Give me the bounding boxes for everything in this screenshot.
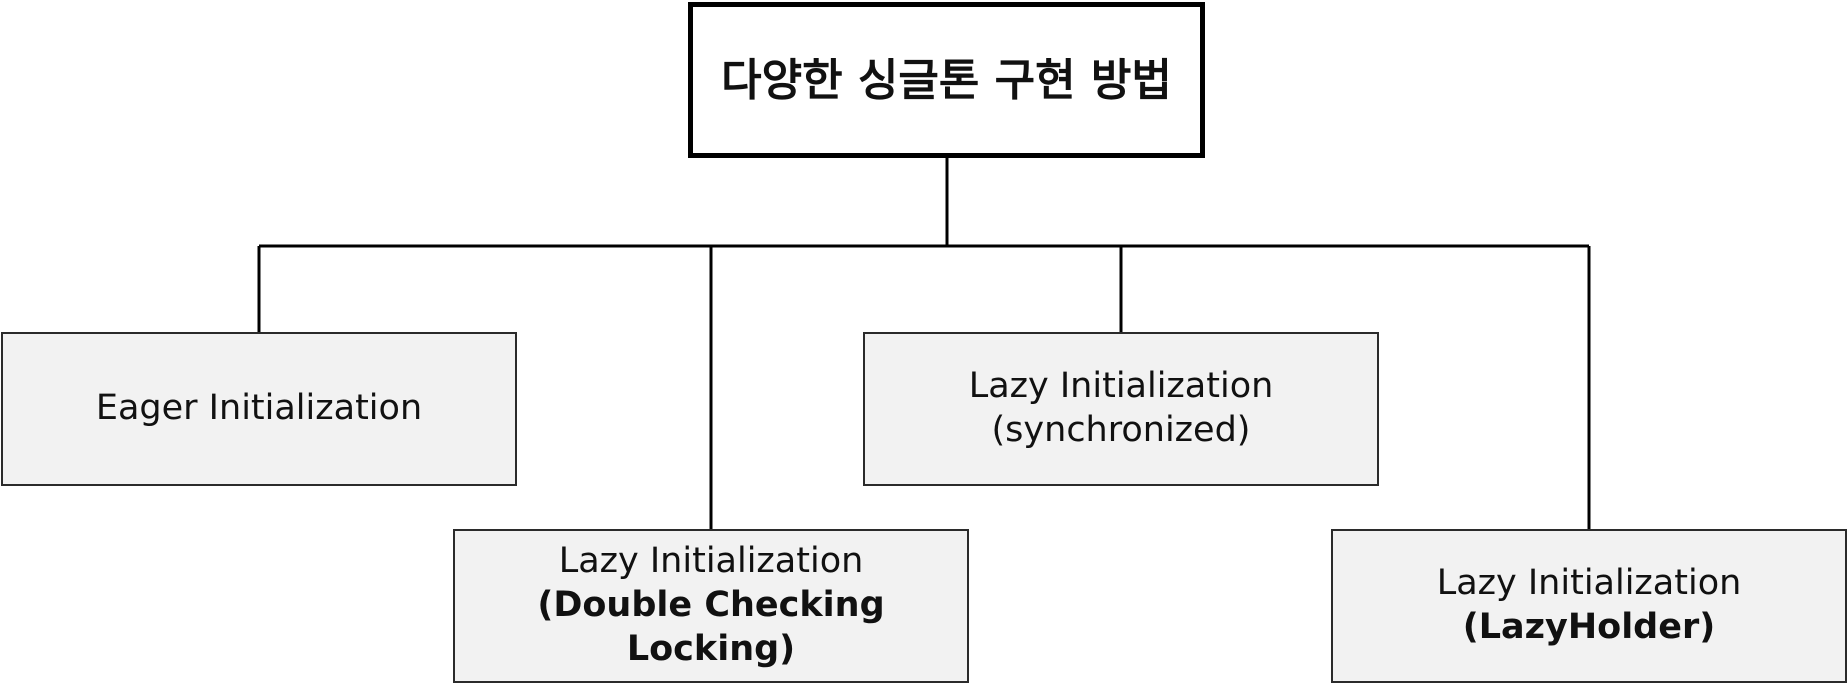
lazy-double-checking-node: Lazy Initialization (Double Checking Loc… <box>453 529 969 683</box>
lazy-synchronized-line1: Lazy Initialization <box>968 366 1274 407</box>
lazy-holder-line2: (LazyHolder) <box>1462 607 1716 647</box>
eager-initialization-label: Eager Initialization <box>95 388 423 429</box>
root-node: 다양한 싱글톤 구현 방법 <box>688 2 1205 158</box>
root-title: 다양한 싱글톤 구현 방법 <box>721 54 1172 106</box>
lazy-synchronized-line2: (synchronized) <box>991 410 1251 450</box>
lazy-double-checking-line1: Lazy Initialization <box>558 541 864 582</box>
eager-initialization-node: Eager Initialization <box>1 332 517 486</box>
lazy-holder-line1: Lazy Initialization <box>1436 563 1742 604</box>
lazy-synchronized-node: Lazy Initialization (synchronized) <box>863 332 1379 486</box>
lazy-holder-node: Lazy Initialization (LazyHolder) <box>1331 529 1847 683</box>
lazy-double-checking-line2: (Double Checking Locking) <box>537 585 885 669</box>
